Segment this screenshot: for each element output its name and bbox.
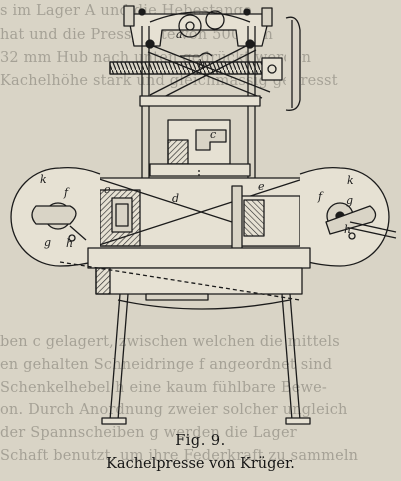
background-text-line: Schaft benutzt, um ihre Federkraft zu sa… [0,449,359,464]
right-eccentric [299,166,397,267]
background-text-line: Kachelhöhe stark und gleichmässig gepres… [0,74,338,89]
background-text-line: ben c gelagert, zwischen welchen die mit… [0,335,340,350]
background-text-line: Schenkelhebel h eine kaum fühlbare Bewe- [0,381,328,396]
background-text-line: der Spannscheiben g werden die Lager [0,426,297,441]
label-g-left: g [44,236,51,249]
label-k-left: k [40,173,47,186]
label-a: a [176,28,183,41]
label-h-left: h [66,237,73,250]
figure-number: Fig. 9. [175,433,226,449]
label-d: d [172,192,179,205]
label-e-left: e [104,183,111,196]
top-lever-assembly [123,5,273,47]
press-body [95,177,307,255]
label-f-right: f [317,190,324,203]
background-text-line: en gehalten Schneidringe f angeordnet si… [0,358,333,373]
label-c: c [210,128,216,141]
scissor-linkage [139,39,271,107]
tile-press-figure: k f g h e d c b a e f g h k [10,5,397,425]
figure-caption: Kachelpresse von Krüger. [106,456,295,472]
background-text-line: on. Durch Anordnung zweier solcher ungle… [0,403,348,418]
base-table [59,247,311,301]
label-k-right: k [347,174,354,187]
press-legs [101,293,311,425]
upper-press-block [149,119,251,177]
label-g-right: g [346,194,353,207]
threaded-spindle [109,52,283,81]
label-b: b [198,58,205,71]
left-eccentric [10,166,101,267]
label-f-left: f [63,186,70,199]
label-e-right: e [258,180,265,193]
label-h-right: h [344,223,351,236]
hand-wheel [285,16,301,111]
